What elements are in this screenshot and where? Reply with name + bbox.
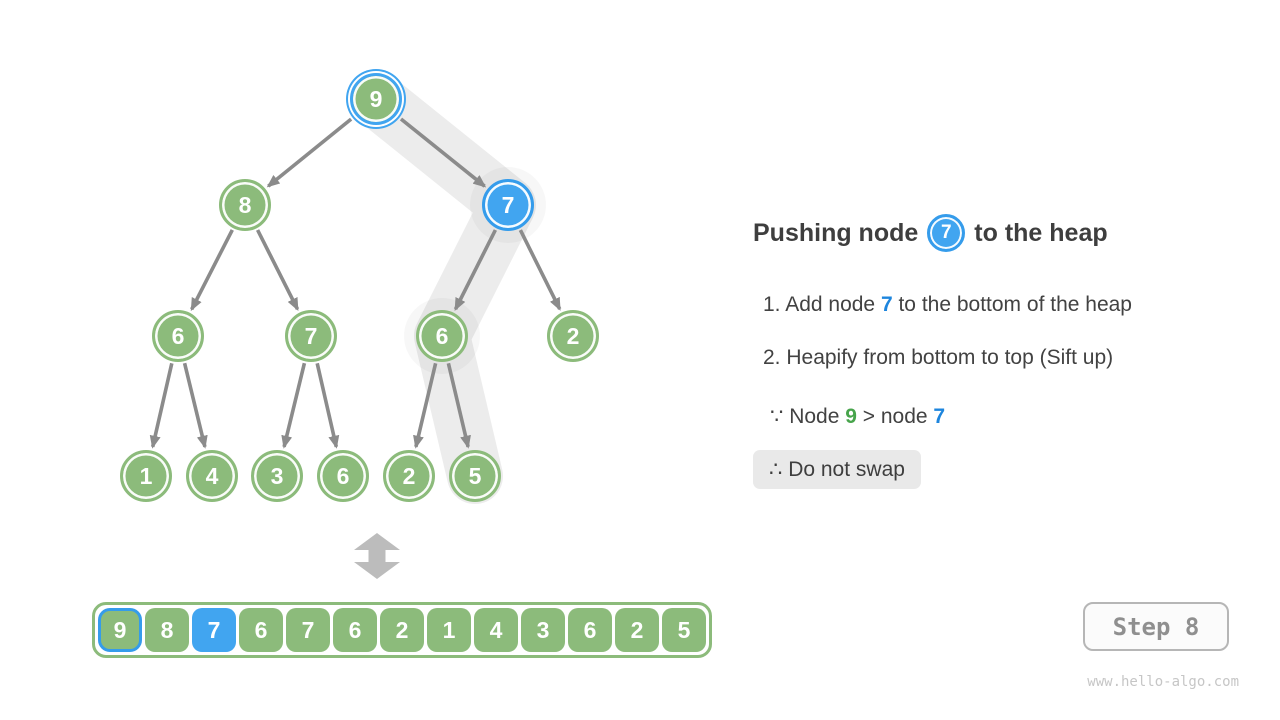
tree-node-4: 4 bbox=[186, 450, 238, 502]
because-text: ∵ Node bbox=[770, 405, 846, 428]
edge-line bbox=[453, 229, 498, 311]
tree-node-6: 6 bbox=[152, 310, 204, 362]
pushed-node-value: 7 bbox=[940, 222, 952, 243]
edge-line bbox=[446, 362, 471, 449]
instruction-step-1: 1. Add node 7 to the bottom of the heap bbox=[763, 292, 1132, 318]
array-cell-3: 6 bbox=[239, 608, 283, 652]
tree-node-7: 7 bbox=[285, 310, 337, 362]
tree-node-3: 3 bbox=[251, 450, 303, 502]
tree-node-7: 7 bbox=[482, 179, 534, 231]
array-cell-6: 2 bbox=[380, 608, 424, 652]
because-mid-text: > node bbox=[856, 405, 934, 428]
tree-node-6: 6 bbox=[416, 310, 468, 362]
array-cell-11: 2 bbox=[615, 608, 659, 652]
array-cell-9: 3 bbox=[521, 608, 565, 652]
edge-line bbox=[315, 362, 340, 449]
tree-node-8: 8 bbox=[219, 179, 271, 231]
tree-node-2: 2 bbox=[383, 450, 435, 502]
edge-line bbox=[281, 362, 307, 449]
step2-text: 2. Heapify from bottom to top (Sift up) bbox=[763, 346, 1114, 369]
tree-node-5: 5 bbox=[449, 450, 501, 502]
sift-up-path-band bbox=[348, 71, 536, 504]
step1-text: 1. Add node bbox=[763, 293, 881, 316]
tree-node-2: 2 bbox=[547, 310, 599, 362]
array-cell-10: 6 bbox=[568, 608, 612, 652]
edge-line bbox=[190, 229, 234, 312]
array-cell-5: 6 bbox=[333, 608, 377, 652]
conclusion-badge: ∴ Do not swap bbox=[753, 450, 921, 489]
array-cell-12: 5 bbox=[662, 608, 706, 652]
instruction-step-2: 2. Heapify from bottom to top (Sift up) bbox=[763, 345, 1132, 371]
step1-text-after: to the bottom of the heap bbox=[892, 293, 1132, 316]
step-button[interactable]: Step 8 bbox=[1083, 602, 1229, 651]
array-cell-2: 7 bbox=[192, 608, 236, 652]
comparison-line: ∵ Node 9 > node 7 bbox=[770, 404, 945, 429]
array-cell-8: 4 bbox=[474, 608, 518, 652]
array-cell-0: 9 bbox=[98, 608, 142, 652]
array-cell-7: 1 bbox=[427, 608, 471, 652]
double-arrow-icon bbox=[354, 533, 400, 579]
title-text-after: to the heap bbox=[974, 218, 1108, 247]
edge-line bbox=[413, 362, 438, 449]
tree-node-9: 9 bbox=[350, 73, 402, 125]
watermark: www.hello-algo.com bbox=[1087, 674, 1239, 690]
edge-line bbox=[399, 117, 487, 188]
because-left-value: 9 bbox=[845, 405, 857, 428]
array-cell-1: 8 bbox=[145, 608, 189, 652]
edge-line bbox=[266, 117, 353, 188]
array-cell-4: 7 bbox=[286, 608, 330, 652]
edge-line bbox=[182, 362, 208, 449]
edge-line bbox=[149, 362, 174, 449]
edge-line bbox=[518, 229, 562, 311]
because-right-value: 7 bbox=[933, 405, 946, 428]
edge-line bbox=[255, 229, 300, 311]
pushed-node-badge: 7 bbox=[927, 214, 966, 252]
title-text-before: Pushing node bbox=[753, 218, 919, 247]
tree-node-6: 6 bbox=[317, 450, 369, 502]
instruction-list: 1. Add node 7 to the bottom of the heap … bbox=[763, 292, 1132, 371]
panel-title: Pushing node 7 to the heap bbox=[753, 213, 1108, 253]
step1-highlight-value: 7 bbox=[880, 293, 893, 316]
tree-node-1: 1 bbox=[120, 450, 172, 502]
